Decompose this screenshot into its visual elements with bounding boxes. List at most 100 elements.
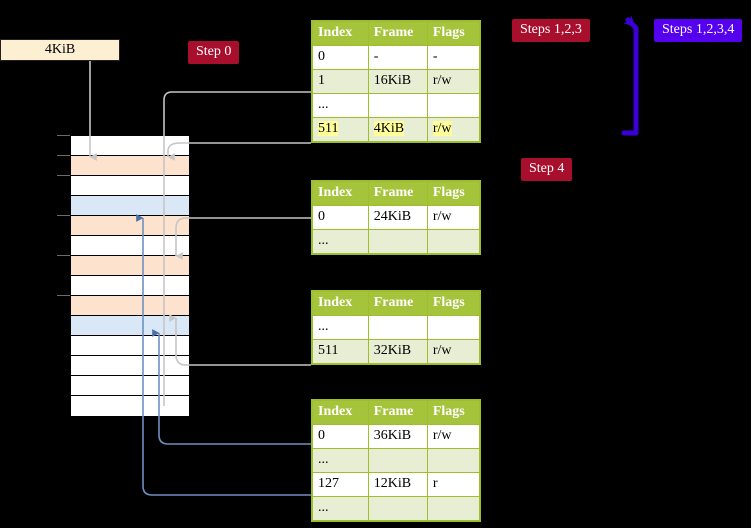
table-cell	[426, 315, 481, 340]
memory-tick	[57, 175, 70, 176]
table-cell	[426, 93, 481, 118]
table-cell: r/w	[426, 117, 481, 142]
connector-pdpt-row0	[175, 217, 311, 260]
size-box-label: 4KiB	[44, 42, 76, 57]
badge-steps-123-label: Steps 1,2,3	[520, 22, 582, 37]
table-cell	[367, 229, 428, 254]
table-cell	[367, 448, 428, 473]
table-cell-value: ...	[318, 233, 329, 248]
memory-tick	[57, 135, 70, 136]
size-box-4kib: 4KiB	[0, 39, 120, 61]
badge-step-4-label: Step 4	[529, 161, 565, 176]
memory-frame-row	[71, 336, 189, 356]
table-row: 0 24KiB r/w	[312, 205, 481, 230]
table-cell: 12KiB	[367, 472, 428, 497]
table-cell-value: r	[432, 476, 438, 491]
table-cell-value: 511	[318, 343, 339, 358]
table-row: ...	[312, 496, 481, 521]
memory-tick	[57, 155, 70, 156]
table-header-flags: Flags	[426, 181, 481, 206]
memory-frame-row	[71, 176, 189, 196]
table-cell-value: ...	[318, 452, 329, 467]
badge-steps-1234: Steps 1,2,3,4	[654, 19, 743, 42]
table-cell: r	[426, 472, 481, 497]
table-cell: r/w	[426, 69, 481, 94]
table-cell: 127	[312, 472, 369, 497]
table-cell	[426, 496, 481, 521]
table-row: ...	[312, 448, 481, 473]
table-cell-value: r/w	[432, 209, 452, 224]
table-cell-value: 511	[318, 121, 339, 136]
table-row: ...	[312, 93, 481, 118]
table-cell: 0	[312, 205, 369, 230]
table-header-frame: Frame	[367, 21, 428, 46]
table-header-flags: Flags	[426, 291, 481, 316]
table-cell-value: 32KiB	[373, 343, 412, 358]
table-cell-value: 0	[318, 49, 325, 64]
badge-step-0-label: Step 0	[196, 44, 232, 59]
memory-frame-row	[71, 316, 189, 336]
table-cell-value: 36KiB	[373, 428, 412, 443]
memory-frame-row	[71, 356, 189, 376]
table-cell: ...	[312, 496, 369, 521]
table-cell: ...	[312, 229, 369, 254]
table-cell: -	[426, 45, 481, 70]
table-header-frame: Frame	[367, 181, 428, 206]
connector-pd-row511	[169, 314, 311, 366]
table-cell-value: r/w	[432, 428, 452, 443]
table-cell: r/w	[426, 339, 481, 364]
badge-steps-1234-label: Steps 1,2,3,4	[662, 22, 735, 37]
memory-frame-row	[71, 236, 189, 256]
table-cell: 511	[312, 339, 369, 364]
table-cell: ...	[312, 448, 369, 473]
table-cell: 4KiB	[367, 117, 428, 142]
table-cell: r/w	[426, 205, 481, 230]
table-cell	[426, 229, 481, 254]
table-header-frame: Frame	[367, 400, 428, 425]
table-cell-value: 0	[318, 209, 325, 224]
purple-step-arrow	[621, 15, 639, 136]
table-cell-value: ...	[318, 500, 329, 515]
table-cell: r/w	[426, 424, 481, 449]
table-cell: 0	[312, 424, 369, 449]
memory-frame-row	[71, 196, 189, 216]
table-row: ...	[312, 229, 481, 254]
table-row: 1 16KiB r/w	[312, 69, 481, 94]
table-row: 127 12KiB r	[312, 472, 481, 497]
table-cell: 24KiB	[367, 205, 428, 230]
table-cell: ...	[312, 315, 369, 340]
table-cell: ...	[312, 93, 369, 118]
memory-frame-row	[71, 376, 189, 396]
table-cell-value: 127	[318, 476, 339, 491]
memory-frame-row	[71, 296, 189, 316]
table-cell	[426, 448, 481, 473]
table-header-flags: Flags	[426, 21, 481, 46]
badge-steps-123: Steps 1,2,3	[512, 19, 590, 42]
table-cell: 511	[312, 117, 369, 142]
table-row: ...	[312, 315, 481, 340]
table-header-index: Index	[312, 400, 369, 425]
table-row: 0 --	[312, 45, 481, 70]
badge-step-0: Step 0	[188, 41, 240, 64]
table-cell-value: 1	[318, 73, 325, 88]
table-cell: -	[367, 45, 428, 70]
table-header-index: Index	[312, 21, 369, 46]
memory-frame-row	[71, 136, 189, 156]
table-cell: 32KiB	[367, 339, 428, 364]
table-header-frame: Frame	[367, 291, 428, 316]
table-cell-value: r/w	[432, 73, 452, 88]
table-cell-value: 0	[318, 428, 325, 443]
physical-memory-column	[70, 135, 190, 416]
table-cell: 16KiB	[367, 69, 428, 94]
memory-frame-row	[71, 396, 189, 416]
memory-frame-row	[71, 276, 189, 296]
table-row: 511 32KiB r/w	[312, 339, 481, 364]
memory-frame-row	[71, 256, 189, 276]
memory-frame-row	[71, 216, 189, 236]
table-cell-value: r/w	[432, 343, 452, 358]
table-header-index: Index	[312, 181, 369, 206]
table-cell: 0	[312, 45, 369, 70]
table-cell	[367, 93, 428, 118]
